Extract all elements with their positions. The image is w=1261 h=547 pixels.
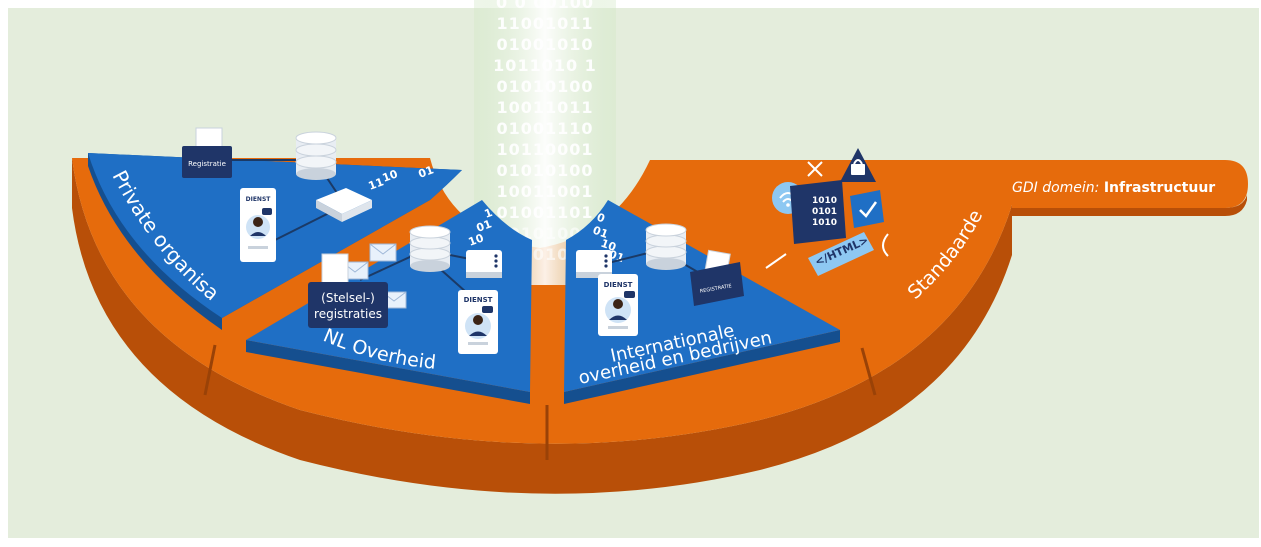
binary-block-icon: 1010 0101 1010	[790, 180, 846, 244]
binary-row: 01010100	[496, 77, 593, 96]
domain-tag-label: GDI domein:	[1012, 180, 1100, 196]
binary-row: 01001101	[496, 203, 593, 222]
binary-row: 01001010	[496, 35, 593, 54]
segment-internationale: Internationale overheid en bedrijven 0 0…	[564, 200, 840, 404]
private-connectors	[210, 159, 347, 241]
segment-nl-side	[246, 340, 530, 404]
nl-binary-1: 1	[483, 206, 495, 221]
standards-tab-shadow	[1012, 195, 1247, 216]
binary-row: 0 0 00100	[496, 0, 594, 12]
checkmark-icon	[850, 190, 884, 228]
domain-tag: GDI domein: Infrastructuur	[1012, 170, 1215, 206]
envelope-icon-1	[369, 243, 397, 262]
service-card-icon: DIENST	[458, 290, 498, 354]
database-icon	[645, 223, 687, 270]
orange-base-seams	[203, 344, 877, 460]
close-icon	[807, 161, 823, 177]
segment-intl-side	[564, 330, 840, 404]
nl-card-label: DIENST	[464, 296, 493, 304]
binary-stream-rows: 0 0 00100 11001011 01001010 1011010 1 010101…	[493, 0, 597, 264]
std-binary-3: 1010	[812, 218, 837, 228]
standards-tab	[1012, 160, 1248, 208]
intl-folder-label: REGISTRATIE	[699, 283, 732, 295]
binary-row: 10011001	[496, 182, 593, 201]
slash-icon	[765, 253, 787, 269]
intl-binary-3: 10	[599, 237, 618, 255]
nl-folder-label-2: registraties	[314, 307, 382, 321]
private-card-label: DIENST	[246, 196, 272, 203]
service-card-icon: DIENST	[598, 274, 638, 336]
server-icon	[576, 250, 612, 278]
private-binary-1: 01	[417, 163, 436, 180]
router-icon	[316, 188, 372, 222]
private-binary: 01 10 11	[367, 163, 436, 192]
nl-folder-label-1: (Stelsel-)	[321, 291, 375, 305]
service-card-icon: DIENST	[240, 188, 276, 262]
domain-tag-value: Infrastructuur	[1103, 180, 1216, 196]
intl-card-label: DIENST	[604, 281, 633, 289]
segment-nl-overheid: NL Overheid 1 01 10	[246, 200, 532, 404]
std-binary-2: 0101	[812, 207, 837, 217]
binary-row: 01001110	[496, 119, 593, 138]
private-binary-3: 11	[367, 175, 386, 192]
binary-row: 11001011	[496, 14, 593, 33]
binary-row: 10011011	[496, 98, 593, 117]
nl-binary-3: 10	[467, 231, 486, 249]
std-binary-1: 1010	[812, 196, 837, 206]
private-folder-label: Registratie	[188, 160, 226, 168]
database-icon	[409, 225, 451, 272]
registry-folder-icon: (Stelsel-) registraties	[308, 253, 388, 328]
server-icon	[466, 250, 502, 278]
intl-binary-1: 0	[595, 211, 607, 226]
nl-binary-2: 01	[475, 217, 494, 234]
bracket-icon	[882, 233, 889, 257]
lock-icon	[840, 148, 876, 182]
binary-row: 1011010 1	[493, 56, 597, 75]
folder-icon: Registratie	[182, 127, 232, 178]
private-binary-2: 10	[381, 167, 400, 185]
registry-folder-icon: REGISTRATIE	[690, 249, 744, 306]
nl-binary: 1 01 10	[467, 206, 495, 249]
database-icon	[295, 131, 337, 180]
intl-binary-2: 01	[591, 224, 610, 241]
binary-row: 01010100	[496, 161, 593, 180]
binary-row: 10110001	[496, 140, 593, 159]
